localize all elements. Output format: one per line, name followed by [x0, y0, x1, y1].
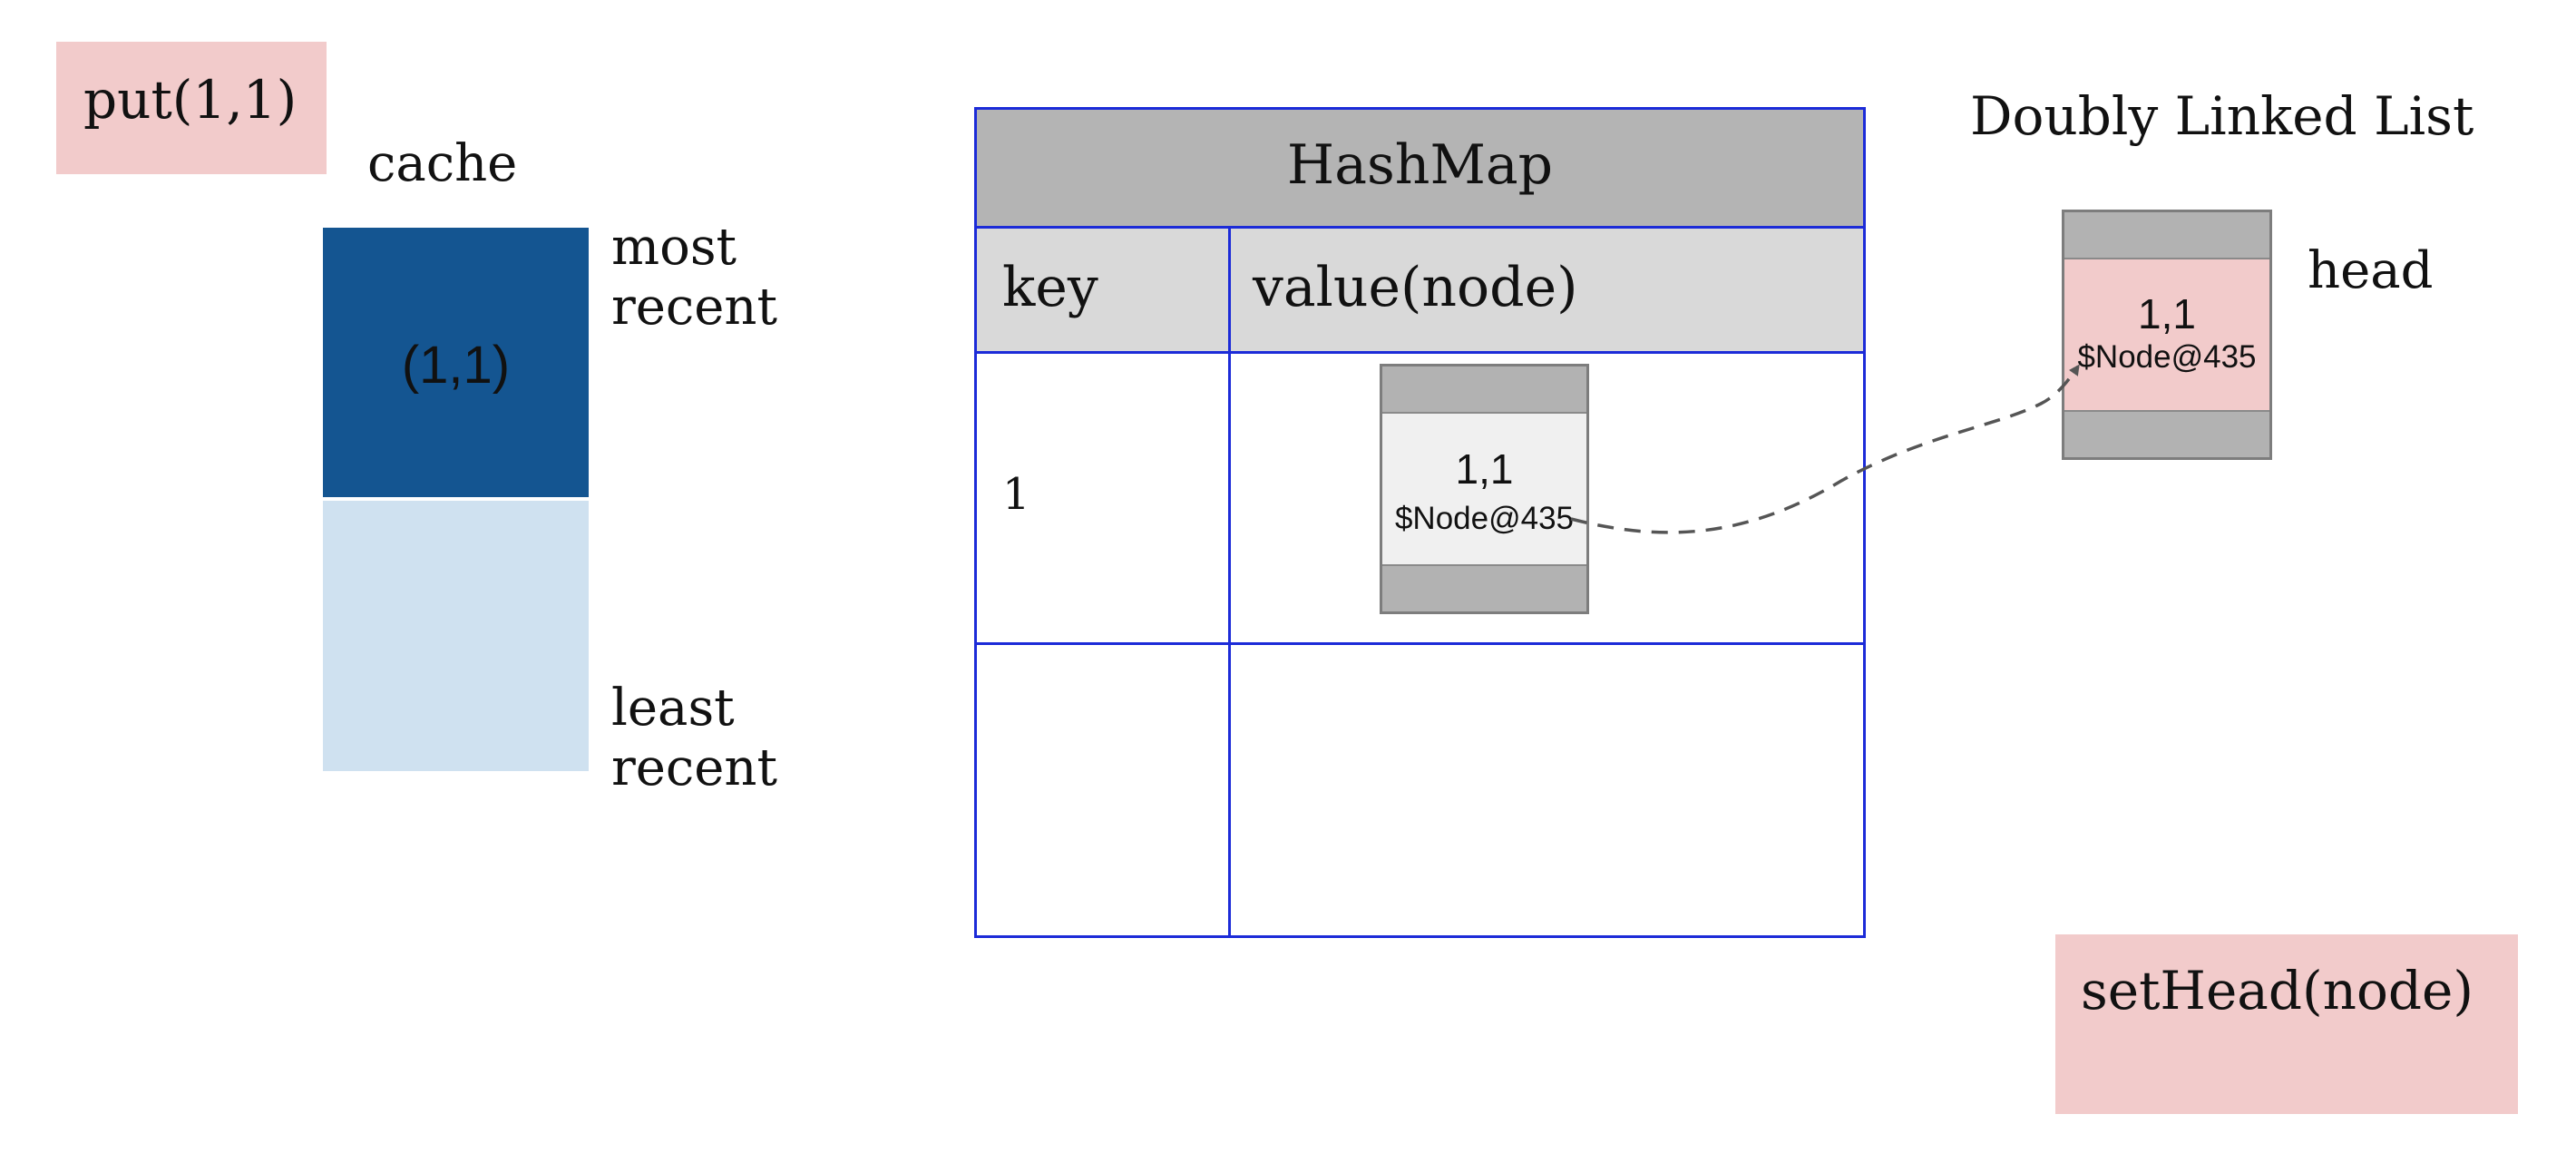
head-label: head: [2308, 241, 2434, 300]
cache-slot-least-recent: [323, 501, 589, 771]
hashmap-row: 1: [977, 351, 1863, 645]
node-prev-pointer: [2064, 212, 2269, 259]
linked-list-head-node: 1,1 $Node@435: [2062, 210, 2272, 460]
put-call-label: put(1,1): [83, 69, 298, 131]
node-next-pointer: [2064, 410, 2269, 457]
node-address: $Node@435: [2077, 339, 2257, 375]
sethead-call-label: setHead(node): [2081, 960, 2474, 1021]
cache-entry: (1,1): [401, 336, 511, 395]
node-prev-pointer: [1382, 366, 1586, 414]
value-column-header: value(node): [1253, 256, 1578, 319]
cache-slot-most-recent: (1,1): [323, 228, 589, 497]
sethead-call-box: setHead(node): [2055, 934, 2518, 1114]
hashmap-row-key: 1: [1002, 469, 1030, 520]
arrow-path: [1570, 364, 2080, 534]
most-recent-label: most recent: [611, 218, 777, 337]
key-column-header: key: [1002, 256, 1098, 319]
hashmap-column-headers: key value(node): [977, 229, 1863, 354]
put-call-box: put(1,1): [56, 42, 327, 174]
node-value: 1,1: [1455, 445, 1514, 493]
node-value: 1,1: [2138, 290, 2196, 337]
least-recent-label: least recent: [611, 679, 777, 798]
node-address: $Node@435: [1394, 501, 1575, 536]
least-recent-label-line-1: least: [611, 679, 735, 738]
linked-list-title: Doubly Linked List: [1970, 85, 2474, 147]
cache-label: cache: [367, 134, 518, 193]
most-recent-label-line-2: recent: [611, 278, 777, 337]
hashmap-value-node: 1,1 $Node@435: [1380, 364, 1589, 614]
hashmap-title: HashMap: [1286, 133, 1554, 197]
hashmap-column-divider: [1228, 226, 1231, 935]
hashmap-table: HashMap key value(node) 1: [974, 107, 1866, 938]
most-recent-label-line-1: most: [611, 218, 737, 277]
node-next-pointer: [1382, 564, 1586, 611]
least-recent-label-line-2: recent: [611, 738, 777, 797]
hashmap-header: HashMap: [977, 110, 1863, 229]
